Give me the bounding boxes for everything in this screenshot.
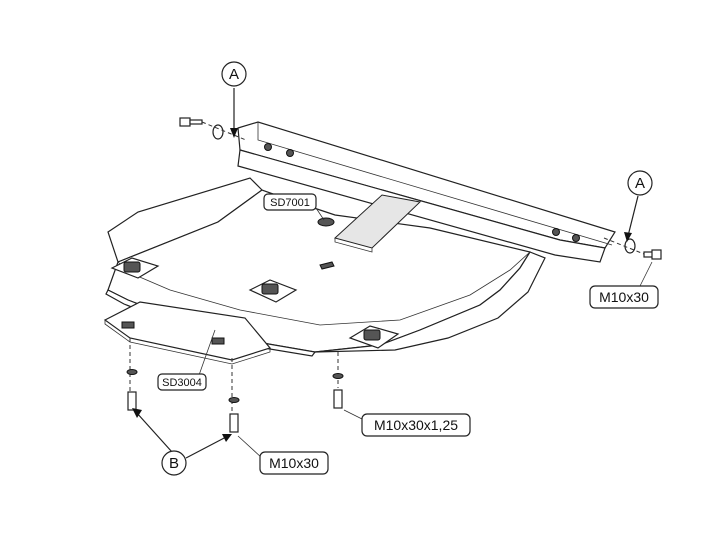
callout-a-right-bubble [627,170,653,196]
sd3004-label-box [157,373,207,391]
m10x30-right-leader [639,261,653,287]
callout-b-leader-1 [135,411,173,453]
bar-hole-3 [552,228,560,236]
callout-b: B [169,455,179,472]
m10x30-bottom-leader [237,435,263,459]
callout-b-bubble [161,450,187,476]
bar-hole-1 [264,143,272,151]
sd7001-washer [317,217,335,227]
m10x30-bottom-label: M10x30 [269,455,319,471]
callout-a-top: A [229,66,239,83]
drain-slot [319,261,335,270]
bolt-b-right [229,413,239,433]
sd7001-bracket-edge [334,238,373,253]
rear-crossbar [237,121,616,263]
callout-a-right-leader [627,195,639,237]
mount-pad-left [110,257,160,279]
sd7001-label: SD7001 [270,197,310,209]
skid-plate [105,177,546,357]
bolt-b-left [127,391,137,411]
sd3004-label: SD3004 [162,377,202,389]
m10x30-bottom-box [259,451,329,475]
bolt-right [603,237,662,260]
bolt-m10x30x125 [333,389,343,409]
mount-pad-center [248,279,298,303]
crossbar-edge [257,122,613,246]
m10x30-right-box [589,285,659,309]
m10x30x125-label: M10x30x1,25 [374,417,458,433]
fold-line [117,251,531,326]
callout-a-right-arrow [624,232,632,242]
sd7001-label-box [263,193,317,211]
callout-a-right: A [635,175,645,192]
sd7001-leader [315,207,325,221]
callout-a-top-bubble [221,61,247,87]
mount-pad-right [348,325,400,349]
m10x30x125-box [361,413,471,437]
bar-hole-2 [286,149,294,157]
callout-a-top-arrow [230,128,238,138]
crossbar-front [237,149,606,263]
sd3004-edge [104,320,271,365]
m10x30-right-label: M10x30 [599,289,649,305]
callout-b-leader-2 [185,435,229,459]
bar-hole-4 [572,234,580,242]
sd7001-bracket [333,194,422,249]
sd3004-leader [197,329,216,379]
bolt-top-left [179,117,247,141]
